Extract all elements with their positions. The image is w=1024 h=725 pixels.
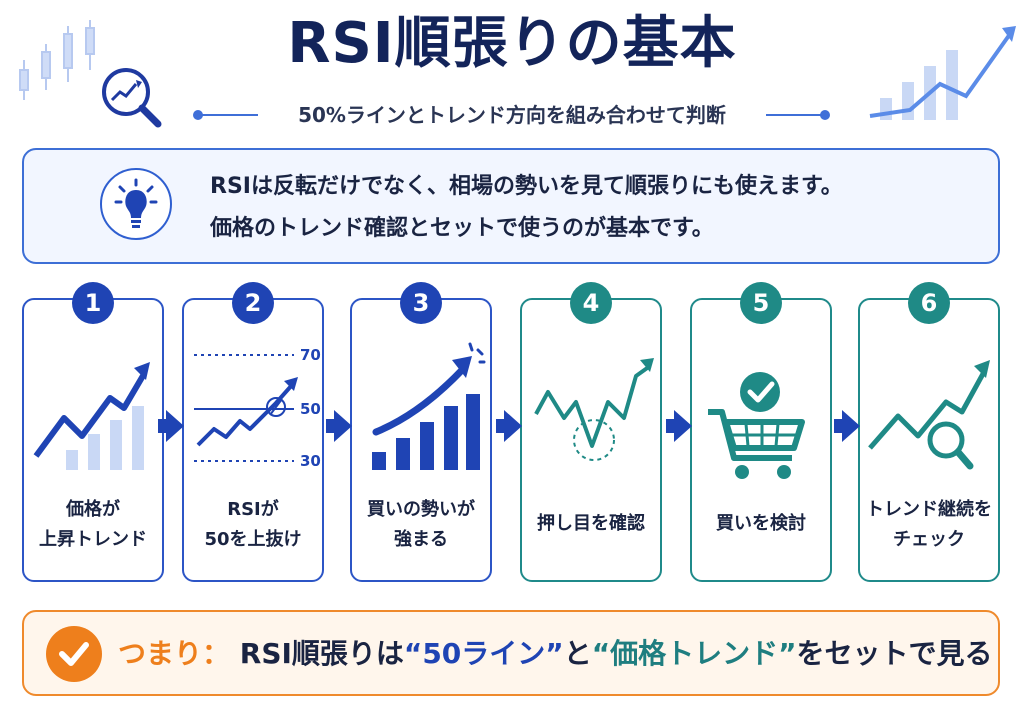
summary-box: [22, 610, 1000, 696]
arrow-2-3-shaft: [326, 419, 336, 433]
rising-chart-icon: [33, 362, 150, 470]
pullback-icon: [534, 358, 654, 461]
arrow-1-2-icon: [166, 410, 184, 442]
step-1-label-line-2: 上昇トレンド: [39, 529, 147, 550]
summary-highlight-50-line: “50ライン”: [403, 637, 564, 670]
arrow-4-5-shaft: [666, 419, 676, 433]
step-6-label-line-1: トレンド継続を: [866, 499, 992, 520]
arrow-3-4-shaft: [496, 419, 506, 433]
arrow-4-5-icon: [674, 410, 692, 442]
subtitle-left-line: [200, 114, 258, 116]
summary-lead: つまり：: [118, 637, 231, 670]
subtitle-left-dot: [193, 110, 203, 120]
rsi-level-50: 50: [300, 400, 321, 418]
page-subtitle: 50%ラインとトレンド方向を組み合わせて判断: [298, 103, 726, 127]
step-5-label: 買いを検討: [716, 513, 806, 534]
candlestick-decoration: [19, 20, 95, 100]
summary-text: つまり： RSI順張りは“50ライン”と“価格トレンド”をセットで見る: [118, 630, 993, 678]
momentum-bars-icon: [372, 342, 486, 470]
subtitle-right-dot: [820, 110, 830, 120]
rsi-cross-icon: [194, 354, 298, 462]
checkmark-icon: [59, 642, 89, 666]
step-badge-1: 1: [72, 282, 114, 324]
intro-text-line-1: RSIは反転だけでなく、相場の勢いを見て順張りにも使えます。: [210, 174, 843, 199]
step-badge-4: 4: [570, 282, 612, 324]
summary-part-1: RSI順張りは: [239, 637, 404, 670]
arrow-3-4-icon: [504, 410, 522, 442]
intro-box: [22, 148, 1000, 264]
arrow-2-3-icon: [334, 410, 352, 442]
intro-text-line-2: 価格のトレンド確認とセットで使うのが基本です。: [210, 216, 714, 241]
arrow-1-2-shaft: [158, 419, 168, 433]
step-4-label: 押し目を確認: [537, 513, 645, 534]
step-badge-5: 5: [740, 282, 782, 324]
rsi-level-70: 70: [300, 346, 321, 364]
step-2-label-line-2: 50を上抜け: [204, 529, 302, 550]
magnifier-chart-icon: [102, 68, 162, 128]
cart-check-icon: [708, 372, 805, 479]
step-3-label-line-2: 強まる: [394, 529, 448, 550]
step-badge-6: 6: [908, 282, 950, 324]
arrow-5-6-shaft: [834, 419, 844, 433]
subtitle-right-line: [766, 114, 824, 116]
summary-check-circle: [46, 626, 102, 682]
summary-highlight-price-trend: “価格トレンド”: [591, 637, 797, 670]
rsi-level-30: 30: [300, 452, 321, 470]
growth-chart-decoration: [869, 26, 1016, 120]
step-badge-2: 2: [232, 282, 274, 324]
step-badge-3: 3: [400, 282, 442, 324]
intro-icon-circle: [100, 168, 172, 240]
arrow-5-6-icon: [842, 410, 860, 442]
step-3-label-line-1: 買いの勢いが: [367, 499, 475, 520]
summary-part-3: と: [563, 637, 592, 670]
step-2-label-line-1: RSIが: [227, 499, 279, 520]
step-1-label-line-1: 価格が: [66, 499, 120, 520]
page-title: RSI順張りの基本: [287, 11, 737, 76]
trend-magnifier-icon: [868, 360, 990, 470]
step-6-label-line-2: チェック: [893, 529, 965, 550]
lightbulb-icon: [114, 178, 158, 228]
summary-part-5: をセットで見る: [796, 637, 993, 670]
